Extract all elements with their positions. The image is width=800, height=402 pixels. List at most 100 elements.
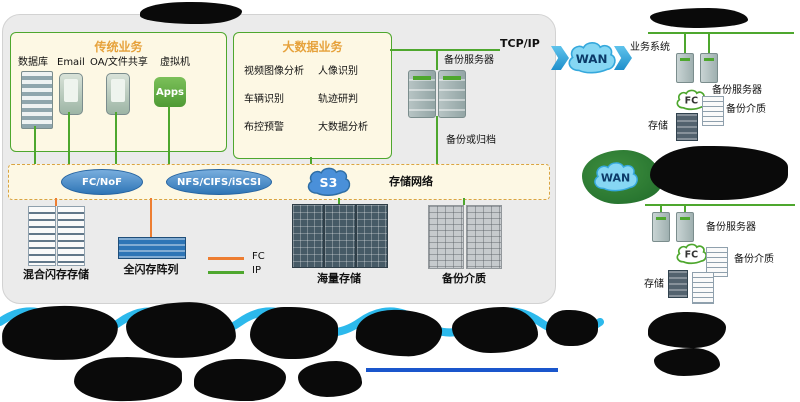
email-server-icon [59, 73, 83, 115]
redacted-caption-blob [194, 359, 286, 401]
legend-fc-label: FC [252, 251, 265, 262]
fc-line [150, 198, 152, 237]
server-icon [676, 53, 694, 83]
mass-storage-label: 海量存储 [317, 272, 361, 285]
database-icon [21, 71, 53, 129]
business-system-label: 业务系统 [630, 42, 670, 53]
bigdata-item: 轨迹研判 [318, 94, 358, 105]
hybrid-flash-cabinet-icon [28, 206, 56, 266]
email-label: Email [57, 57, 85, 68]
all-flash-label: 全闪存阵列 [123, 263, 179, 276]
backup-or-archive-label: 备份或归档 [446, 135, 496, 146]
fc-line [55, 198, 57, 206]
tcpip-drop-line [436, 49, 438, 70]
fc-cloud-icon: FC [676, 243, 707, 265]
backup-server-icon [438, 70, 466, 118]
legend-ip-line [208, 271, 244, 274]
fc-cloud-icon: FC [676, 89, 707, 111]
mass-storage-cabinet-icon [356, 204, 388, 268]
ip-line [684, 206, 686, 212]
storage-network-label: 存储网络 [389, 175, 433, 188]
all-flash-array-icon [118, 237, 186, 259]
site-lan-line [648, 32, 794, 34]
redacted-caption-blob [648, 312, 726, 348]
ip-line [684, 34, 686, 53]
server-icon [652, 212, 670, 242]
caption-underline [366, 368, 558, 372]
redacted-caption-blob [250, 307, 338, 359]
legend-fc-line [208, 257, 244, 260]
redacted-caption-blob [355, 308, 443, 358]
server-icon [676, 212, 694, 242]
storage-label: 存储 [648, 121, 668, 132]
storage-label: 存储 [644, 279, 664, 290]
oa-file-share-label: OA/文件共享 [90, 57, 148, 68]
redacted-caption-blob [546, 310, 598, 346]
s3-label: S3 [320, 175, 338, 190]
ip-line [68, 112, 70, 164]
redacted-site-title-blob [650, 8, 748, 28]
apps-vm-icon: Apps [154, 77, 186, 107]
tcpip-label: TCP/IP [500, 37, 540, 50]
storage-network-band: FC/NoF NFS/CIFS/iSCSI S3 存储网络 [8, 164, 550, 200]
storage-icon [676, 113, 698, 141]
mass-storage-cabinet-icon [324, 204, 356, 268]
bigdata-item: 视频图像分析 [244, 66, 304, 77]
backup-media-label: 备份介质 [442, 272, 486, 285]
traditional-business-panel: 传统业务 数据库 Email OA/文件共享 虚拟机 Apps [10, 32, 227, 152]
backup-media-icon [702, 96, 724, 126]
backup-server-icon [408, 70, 436, 118]
redacted-caption-blob [452, 307, 538, 353]
redacted-panel-title-blob [140, 2, 242, 24]
traditional-business-title: 传统业务 [94, 40, 143, 54]
backup-media-label: 备份介质 [726, 104, 766, 115]
redacted-caption-blob [298, 361, 362, 397]
ip-line [168, 106, 170, 164]
storage-cabinet-icon [692, 272, 714, 304]
redacted-site-title-blob [650, 146, 788, 200]
wan-arrow-icon [551, 46, 569, 70]
backup-server-label: 备份服务器 [706, 222, 756, 233]
hybrid-flash-label: 混合闪存存储 [23, 268, 89, 281]
backup-media-cabinet-icon [466, 205, 502, 269]
backup-media-label: 备份介质 [734, 254, 774, 265]
oa-server-icon [106, 73, 130, 115]
wan-label: WAN [576, 52, 608, 66]
wan-cloud-icon: WAN [568, 42, 616, 74]
backup-media-icon [706, 247, 728, 277]
redacted-caption-blob [654, 348, 720, 376]
backup-server-label: 备份服务器 [712, 85, 762, 96]
mass-storage-cabinet-icon [292, 204, 324, 268]
database-label: 数据库 [18, 57, 48, 68]
storage-icon [668, 270, 688, 298]
wan-cloud-icon: WAN [594, 162, 638, 192]
vm-label: 虚拟机 [160, 57, 190, 68]
tcpip-line [390, 49, 500, 51]
bigdata-item: 布控预警 [244, 122, 284, 133]
legend-ip-label: IP [252, 265, 261, 276]
fc-cloud-label: FC [685, 96, 699, 107]
site-lan-line [645, 204, 795, 206]
fc-nof-protocol-badge: FC/NoF [61, 169, 143, 195]
bigdata-item: 人像识别 [318, 66, 358, 77]
backup-media-cabinet-icon [428, 205, 464, 269]
backup-server-label: 备份服务器 [444, 55, 494, 66]
bigdata-item: 大数据分析 [318, 122, 368, 133]
server-icon [700, 53, 718, 83]
nfs-cifs-iscsi-protocol-badge: NFS/CIFS/iSCSI [166, 169, 272, 195]
redacted-caption-blob [73, 356, 183, 402]
ip-line [708, 34, 710, 53]
ip-line [660, 206, 662, 212]
ip-line [310, 157, 312, 164]
ip-line [436, 116, 438, 164]
ip-line [34, 126, 36, 164]
bigdata-business-title: 大数据业务 [282, 40, 343, 54]
bigdata-business-panel: 大数据业务 视频图像分析 人像识别 车辆识别 轨迹研判 布控预警 大数据分析 [233, 32, 392, 159]
s3-cloud-icon: S3 [307, 167, 351, 196]
wan-arrow-icon [614, 46, 632, 70]
ip-line [338, 198, 340, 204]
bigdata-item: 车辆识别 [244, 94, 284, 105]
wan-label: WAN [601, 172, 630, 185]
fc-cloud-label: FC [685, 250, 699, 261]
